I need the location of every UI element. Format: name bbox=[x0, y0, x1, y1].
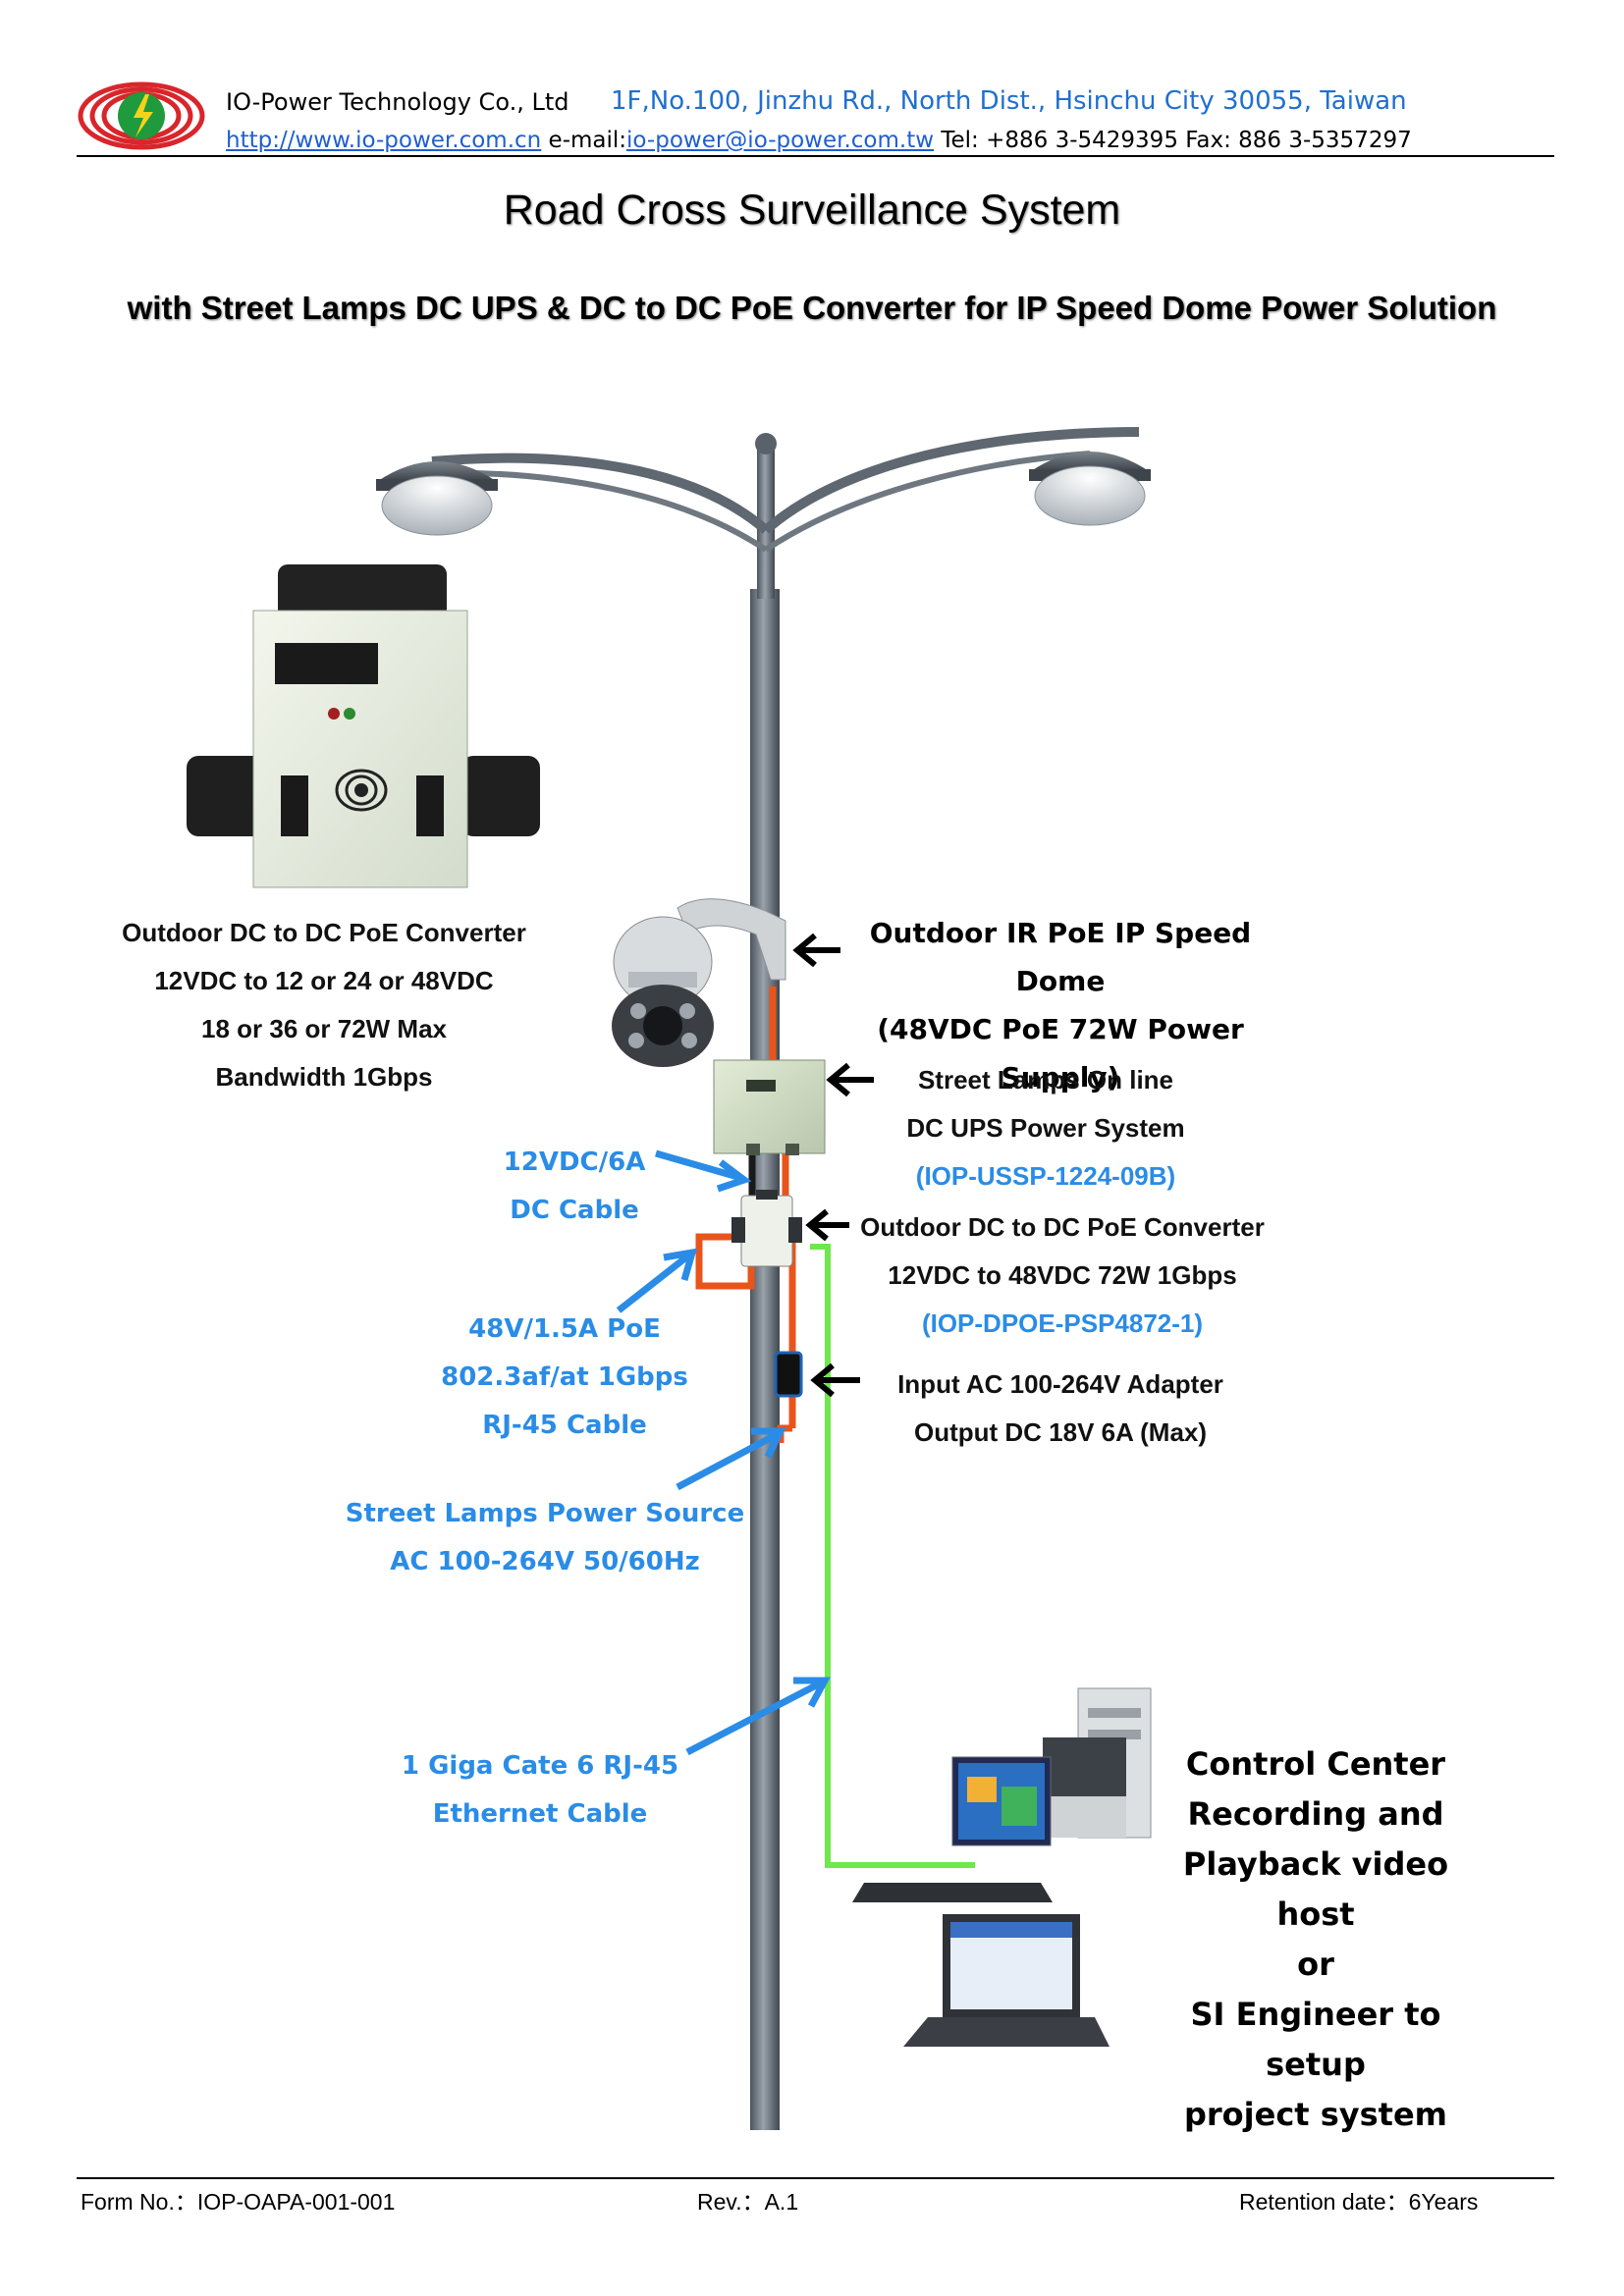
phone-fax: Tel: +886 3-5429395 Fax: 886 3-5357297 bbox=[941, 128, 1412, 153]
control-center-label: Control Center Recording and Playback vi… bbox=[1139, 1739, 1492, 2140]
poe-cable-label: 48V/1.5A PoE 802.3af/at 1Gbps RJ-45 Cabl… bbox=[412, 1306, 717, 1450]
black-arrows bbox=[792, 933, 874, 1398]
dc-cable-line-1: 12VDC/6A bbox=[503, 1148, 646, 1177]
ethernet-cable bbox=[810, 1244, 975, 1868]
company-logo bbox=[77, 80, 206, 151]
adapter-line-2: Output DC 18V 6A (Max) bbox=[913, 1417, 1208, 1447]
dcpoe-label: Outdoor DC to DC PoE Converter 12VDC to … bbox=[846, 1203, 1278, 1348]
left-street-lamp bbox=[376, 461, 498, 536]
ups-label: Street Lamps On line DC UPS Power System… bbox=[864, 1056, 1227, 1201]
ups-line-2: DC UPS Power System bbox=[906, 1113, 1185, 1143]
adapter-label: Input AC 100-264V Adapter Output DC 18V … bbox=[864, 1361, 1257, 1457]
converter-line-3: 18 or 36 or 72W Max bbox=[201, 1014, 447, 1043]
poe-converter-small bbox=[731, 1190, 802, 1267]
source-line-2: AC 100-264V 50/60Hz bbox=[390, 1547, 700, 1576]
revision: Rev.：A.1 bbox=[697, 2189, 799, 2215]
page-subtitle: with Street Lamps DC UPS & DC to DC PoE … bbox=[127, 290, 1497, 326]
dcpoe-model: (IOP-DPOE-PSP4872-1) bbox=[921, 1308, 1204, 1338]
contact-line: http://www.io-power.com.cn e-mail:io-pow… bbox=[226, 128, 1412, 153]
dc-ups-box bbox=[713, 1059, 826, 1155]
form-number: Form No.：IOP-OAPA-001-001 bbox=[81, 2189, 396, 2215]
power-adapter bbox=[774, 1351, 803, 1398]
source-line-1: Street Lamps Power Source bbox=[345, 1499, 745, 1528]
website-link[interactable]: http://www.io-power.com.cn bbox=[226, 128, 542, 153]
speed-dome-camera bbox=[612, 898, 786, 1067]
control-line-6: project system bbox=[1183, 2096, 1448, 2133]
control-line-2: Recording and bbox=[1187, 1795, 1444, 1833]
dc-cable-line-2: DC Cable bbox=[510, 1196, 639, 1225]
dome-line-2: (48VDC PoE 72W Power Supply) bbox=[877, 1013, 1244, 1094]
dcpoe-line-2: 12VDC to 48VDC 72W 1Gbps bbox=[888, 1260, 1237, 1290]
footer-divider bbox=[77, 2177, 1554, 2179]
ups-model: (IOP-USSP-1224-09B) bbox=[915, 1161, 1176, 1191]
converter-line-2: 12VDC to 12 or 24 or 48VDC bbox=[154, 966, 494, 995]
control-line-4: or bbox=[1297, 1946, 1334, 1983]
control-line-1: Control Center bbox=[1185, 1745, 1446, 1783]
dc-cable-label: 12VDC/6A DC Cable bbox=[452, 1139, 697, 1235]
company-name: IO-Power Technology Co., Ltd bbox=[226, 88, 569, 116]
dcpoe-line-1: Outdoor DC to DC PoE Converter bbox=[860, 1212, 1265, 1242]
company-address: 1F,No.100, Jinzhu Rd., North Dist., Hsin… bbox=[611, 86, 1407, 116]
dome-line-1: Outdoor IR PoE IP Speed Dome bbox=[869, 917, 1252, 997]
poe-converter-photo bbox=[187, 564, 540, 888]
right-street-lamp bbox=[1029, 452, 1151, 526]
converter-line-1: Outdoor DC to DC PoE Converter bbox=[122, 918, 526, 947]
power-source-label: Street Lamps Power Source AC 100-264V 50… bbox=[334, 1490, 756, 1586]
email-label: e-mail: bbox=[548, 128, 627, 153]
page-title: Road Cross Surveillance System bbox=[503, 187, 1121, 234]
header-divider bbox=[77, 155, 1554, 157]
control-line-3: Playback video host bbox=[1182, 1845, 1449, 1933]
laptop-computer bbox=[903, 1914, 1110, 2047]
desktop-computer bbox=[852, 1687, 1152, 1902]
ups-line-1: Street Lamps On line bbox=[917, 1065, 1174, 1095]
poe-line-2: 802.3af/at 1Gbps bbox=[441, 1362, 688, 1392]
control-line-5: SI Engineer to setup bbox=[1190, 1996, 1441, 2083]
speed-dome-label: Outdoor IR PoE IP Speed Dome (48VDC PoE … bbox=[835, 909, 1286, 1101]
converter-line-4: Bandwidth 1Gbps bbox=[215, 1062, 433, 1092]
blue-arrows bbox=[616, 1149, 831, 1756]
adapter-line-1: Input AC 100-264V Adapter bbox=[897, 1369, 1223, 1399]
email-link[interactable]: io-power@io-power.com.tw bbox=[626, 128, 935, 153]
eth-line-1: 1 Giga Cate 6 RJ-45 bbox=[401, 1751, 679, 1781]
poe-line-3: RJ-45 Cable bbox=[482, 1411, 647, 1440]
eth-line-2: Ethernet Cable bbox=[432, 1799, 648, 1829]
ethernet-cable-label: 1 Giga Cate 6 RJ-45 Ethernet Cable bbox=[373, 1742, 707, 1839]
poe-line-1: 48V/1.5A PoE bbox=[468, 1314, 661, 1344]
retention-date: Retention date：6Years bbox=[1239, 2189, 1479, 2215]
converter-spec-label: Outdoor DC to DC PoE Converter 12VDC to … bbox=[108, 909, 540, 1101]
